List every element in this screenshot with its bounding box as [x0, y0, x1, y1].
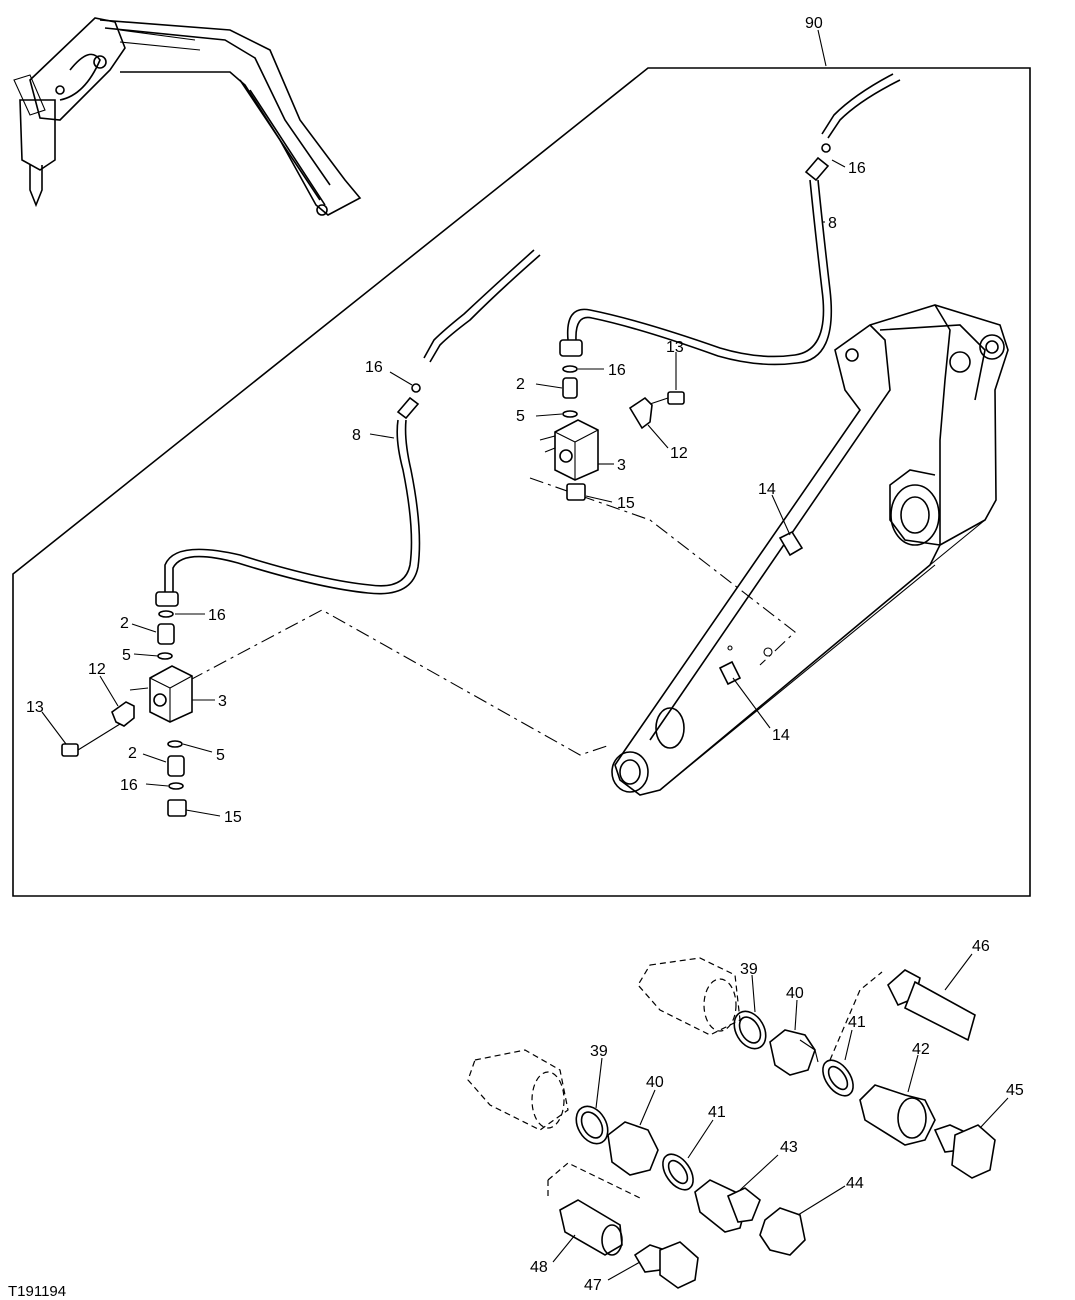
callout-90: 90: [805, 15, 823, 32]
callout-44-left: 44: [846, 1175, 864, 1192]
callout-16-left-top: 16: [208, 607, 226, 624]
right-adapter: [562, 377, 578, 399]
callout-39-left: 39: [590, 1043, 608, 1060]
callout-48-left: 48: [530, 1259, 548, 1276]
callout-45-right: 45: [1006, 1082, 1024, 1099]
callout-5-left-a: 5: [122, 647, 131, 664]
callout-42-right: 42: [912, 1041, 930, 1058]
callout-13-left: 13: [26, 699, 44, 716]
callout-3-left: 3: [218, 693, 227, 710]
callout-3-right: 3: [617, 457, 626, 474]
callout-8-upper: 8: [828, 215, 837, 232]
boom-bracket-lower: [718, 660, 742, 686]
callout-15-left: 15: [224, 809, 242, 826]
detail-frame: [12, 67, 1031, 897]
left-block: [149, 665, 193, 723]
right-plug: [566, 483, 586, 501]
callout-8-mid: 8: [352, 427, 361, 444]
routing-line-left: [189, 609, 611, 756]
right-clamp: [628, 396, 653, 430]
callout-2-right: 2: [516, 376, 525, 393]
callout-39-right: 39: [740, 961, 758, 978]
left-adapter-bottom: [167, 755, 185, 777]
right-block: [554, 419, 599, 481]
figure-id: T191194: [8, 1283, 66, 1300]
callout-13-right: 13: [666, 339, 684, 356]
callout-5-right: 5: [516, 408, 525, 425]
callout-47-left: 47: [584, 1277, 602, 1294]
upper-hose: [827, 79, 901, 139]
callout-2-left-bottom: 2: [128, 745, 137, 762]
routing-line-right: [529, 477, 796, 666]
boom-bracket-upper: [778, 530, 804, 557]
callout-43-left: 43: [780, 1139, 798, 1156]
mid-hose: [429, 254, 541, 363]
left-plug: [167, 799, 187, 817]
callout-16-mid: 16: [365, 359, 383, 376]
callout-41-left: 41: [708, 1104, 726, 1121]
callout-5-left-b: 5: [216, 747, 225, 764]
callout-14-lower: 14: [772, 727, 790, 744]
callout-14-upper: 14: [758, 481, 776, 498]
callout-40-right: 40: [786, 985, 804, 1002]
left-adapter-top: [157, 623, 175, 645]
callout-16-left-c: 16: [120, 777, 138, 794]
callout-12-left: 12: [88, 661, 106, 678]
callout-16-right-top: 16: [608, 362, 626, 379]
backhoe-overview: [13, 17, 362, 216]
callout-16-upper: 16: [848, 160, 866, 177]
coupler-left-group: [467, 1049, 806, 1289]
coupler-right-group: [637, 957, 996, 1179]
boom-assembly: [611, 304, 1009, 796]
right-clamp-bolt: [667, 391, 685, 405]
callout-2-left-top: 2: [120, 615, 129, 632]
callout-40-left: 40: [646, 1074, 664, 1091]
left-bolt: [61, 743, 79, 757]
callout-12-right: 12: [670, 445, 688, 462]
callout-46-right: 46: [972, 938, 990, 955]
callout-41-right: 41: [848, 1014, 866, 1031]
left-clamp: [111, 701, 135, 727]
callout-15-right: 15: [617, 495, 635, 512]
